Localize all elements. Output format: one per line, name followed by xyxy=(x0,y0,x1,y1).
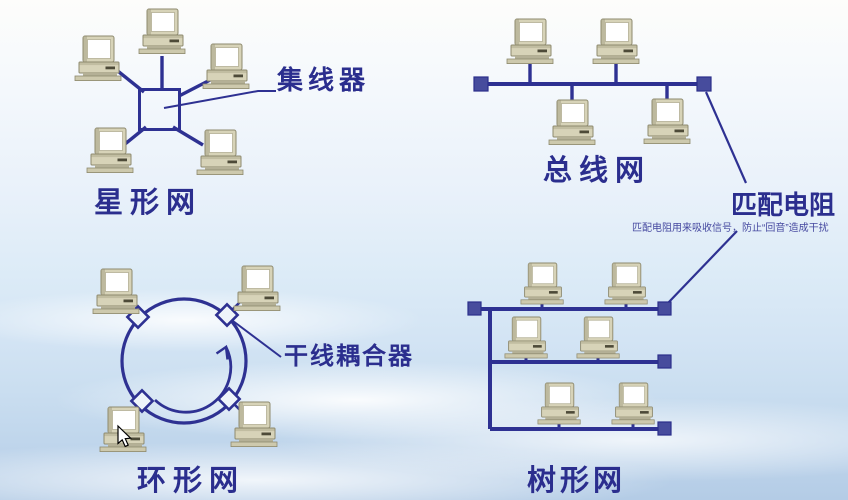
computer-icon xyxy=(548,99,596,146)
ring-network-label: 环形网 xyxy=(137,465,246,497)
matching-resistor-label: 匹配电阻 xyxy=(731,190,836,220)
bus-network xyxy=(481,60,748,304)
coupler-leader-line xyxy=(232,320,282,358)
computer-icon xyxy=(592,18,640,65)
computer-icon xyxy=(86,127,134,174)
terminator-square xyxy=(473,76,489,92)
computer-icon xyxy=(611,382,655,425)
mouse-cursor-icon xyxy=(117,424,132,448)
computer-icon xyxy=(643,98,691,145)
trunk-coupler-label: 干线耦合器 xyxy=(284,343,414,370)
resistor-leader-line xyxy=(704,91,748,184)
computer-icon xyxy=(74,35,122,82)
computer-icon xyxy=(604,262,648,305)
coupler-diamond xyxy=(214,302,240,328)
computer-icon xyxy=(576,316,620,359)
computer-icon xyxy=(537,382,581,425)
star-network xyxy=(112,56,276,147)
star-network-label: 星形网 xyxy=(94,187,203,219)
computer-icon xyxy=(99,406,147,453)
computer-icon xyxy=(520,262,564,305)
computer-icon xyxy=(196,129,244,176)
direction-arrow-arc xyxy=(154,346,233,414)
computer-icon xyxy=(506,18,554,65)
hub-label: 集线器 xyxy=(277,65,371,95)
bus-network-label: 总线网 xyxy=(543,155,652,187)
terminator-square xyxy=(696,76,712,92)
hub-leader-line xyxy=(163,90,276,109)
direction-arrowhead xyxy=(215,344,229,360)
computer-icon xyxy=(138,8,186,55)
coupler-diamond xyxy=(216,386,242,412)
resistor-leader-line xyxy=(667,230,738,304)
terminator-square xyxy=(467,301,482,316)
hub-box xyxy=(138,88,181,131)
computer-icon xyxy=(92,268,140,315)
terminator-square xyxy=(657,421,672,436)
terminator-square xyxy=(657,301,672,316)
computer-icon xyxy=(504,316,548,359)
ring-line xyxy=(120,297,248,425)
computer-icon xyxy=(233,265,281,312)
matching-resistor-note: 匹配电阻用来吸收信号，防止“回音”造成干扰 xyxy=(632,223,829,234)
tree-network xyxy=(474,301,664,431)
terminator-square xyxy=(657,354,672,369)
coupler-diamond xyxy=(129,388,155,414)
tree-network-label: 树形网 xyxy=(527,465,627,497)
